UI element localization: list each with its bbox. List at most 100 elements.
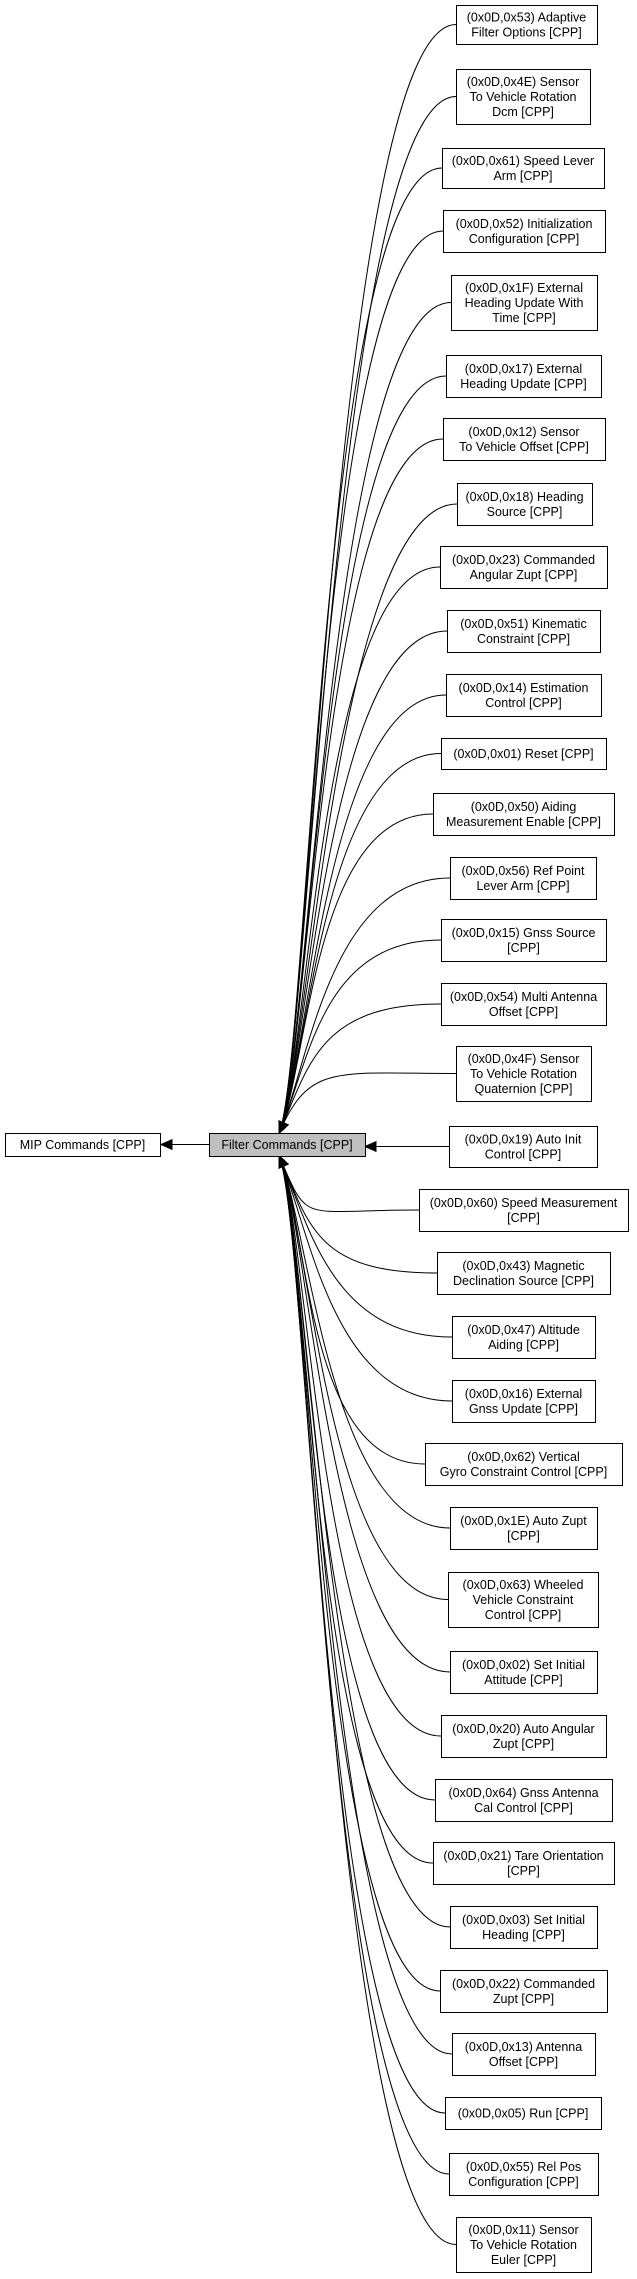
child-node-label-line: (0x0D,0x54) Multi Antenna [450,990,597,1004]
child-node-label-line: Offset [CPP] [489,2055,558,2069]
edge [278,813,434,1134]
child-node-box [435,1779,613,1822]
child-node-box [437,1252,611,1295]
child-node-box [433,793,615,836]
edge-arrowhead [278,1120,289,1135]
child-node-label-line: (0x0D,0x22) Commanded [452,1977,595,1991]
child-node-label-line: (0x0D,0x15) Gnss Source [452,926,596,940]
child-node-label-line: (0x0D,0x43) Magnetic [462,1259,584,1273]
child-node-box [443,418,606,461]
child-node-label-line: (0x0D,0x23) Commanded [452,553,595,567]
child-node-label-line: Angular Zupt [CPP] [470,568,578,582]
child-node-label-line: (0x0D,0x18) Heading [465,490,583,504]
child-node-label-line: Control [CPP] [485,696,561,710]
edge [278,1155,451,1928]
child-node-label-line: Quaternion [CPP] [475,1082,573,1096]
child-node-label-line: Euler [CPP] [491,2253,556,2267]
child-node-label-line: Measurement Enable [CPP] [446,815,601,829]
child-node-box [441,738,607,770]
child-node-label-line: To Vehicle Rotation [470,2238,577,2252]
child-node-label-line: (0x0D,0x55) Rel Pos [466,2160,581,2174]
edge [278,230,444,1134]
edge [278,939,442,1134]
child-node-label-line: (0x0D,0x13) Antenna [465,2040,582,2054]
child-node-label-line: Configuration [CPP] [468,2175,578,2189]
edge-arrowhead [363,1140,377,1153]
edge [278,877,451,1134]
child-node[interactable]: (0x0D,0x15) Gnss Source[CPP] [441,919,607,962]
edge [278,630,448,1134]
child-node-box [433,1842,615,1885]
child-node-label-line: Attitude [CPP] [484,1673,563,1687]
child-node-label-line: (0x0D,0x11) Sensor [468,2223,578,2237]
edge [278,1155,453,1402]
child-node[interactable]: (0x0D,0x01) Reset [CPP] [441,738,607,770]
child-node-box [446,355,602,398]
child-node[interactable]: (0x0D,0x52) InitializationConfiguration … [443,210,606,253]
child-node[interactable]: (0x0D,0x1E) Auto Zupt[CPP] [450,1507,598,1550]
child-node-label-line: Heading [CPP] [482,1928,565,1942]
current-node-filter-commands[interactable]: Filter Commands [CPP] [209,1133,366,1157]
child-node-label-line: Declination Source [CPP] [453,1274,594,1288]
child-node-label-line: Heading Update With [465,296,584,310]
edge [278,438,444,1134]
child-node-box [419,1189,629,1232]
child-node-label-line: Gyro Constraint Control [CPP] [440,1465,607,1479]
child-node[interactable]: (0x0D,0x05) Run [CPP] [445,2097,602,2130]
child-node-box [449,2153,599,2196]
child-node-label-line: (0x0D,0x05) Run [CPP] [458,2107,589,2121]
parent-node-mip-commands-box [5,1133,161,1157]
edge-to-parent-arrowhead [159,1138,173,1151]
child-node-label-line: (0x0D,0x64) Gnss Antenna [448,1786,598,1800]
child-node-box [452,1316,596,1359]
child-node-label-line: Source [CPP] [487,505,563,519]
child-node[interactable]: (0x0D,0x21) Tare Orientation[CPP] [433,1842,615,1885]
child-node-label-line: (0x0D,0x56) Ref Point [462,864,586,878]
child-node-label-line: (0x0D,0x1F) External [465,281,583,295]
child-node-label-line: (0x0D,0x60) Speed Measurement [430,1196,618,1210]
nodes: MIP Commands [CPP] Filter Commands [CPP] (… [5,5,629,2273]
child-node[interactable]: (0x0D,0x60) Speed Measurement[CPP] [419,1189,629,1232]
child-node-box [452,1380,596,1423]
parent-node-mip-commands[interactable]: MIP Commands [CPP] [5,1133,161,1157]
child-node-label-line: Heading Update [CPP] [460,377,586,391]
child-node-label-line: (0x0D,0x51) Kinematic [460,617,586,631]
child-node-label-line: (0x0D,0x21) Tare Orientation [443,1849,603,1863]
child-node-label-line: (0x0D,0x20) Auto Angular [452,1722,594,1736]
child-node-label-line: (0x0D,0x53) Adaptive [467,11,587,25]
child-node-box [442,148,605,189]
current-node-filter-commands-label-line: Filter Commands [CPP] [221,1138,352,1152]
edge [278,302,452,1134]
child-node-label-line: (0x0D,0x50) Aiding [471,800,577,814]
child-node-box [450,1906,598,1949]
